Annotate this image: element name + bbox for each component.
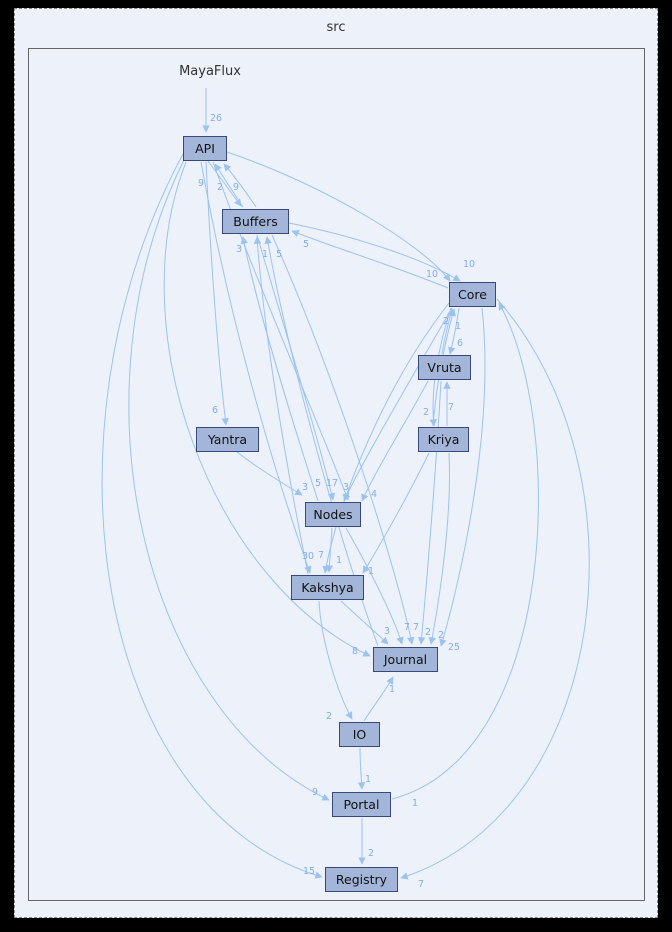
edge-label-vruta-nodes: 4 [371, 489, 377, 500]
edge-label-buffers-core: 10 [463, 259, 475, 270]
edge-nodes-kakshya [325, 527, 334, 573]
edge-label-kriya-core: 1 [455, 321, 461, 332]
edge-core-registry [400, 298, 590, 880]
edge-label-kakshya-journal: 3 [384, 626, 390, 637]
edge-label-api-journal: 8 [352, 646, 358, 657]
edge-label-buffers-api-1: 2 [217, 182, 223, 193]
edge-label-vruta-core: 2 [443, 316, 449, 327]
edge-api-registry [101, 153, 323, 879]
node-core[interactable]: Core [449, 282, 496, 307]
edge-buffers-core [288, 222, 461, 282]
node-vruta[interactable]: Vruta [418, 355, 471, 380]
edge-api-journal [163, 161, 371, 657]
edge-label-nodes-journal: 7 [404, 622, 410, 633]
node-registry[interactable]: Registry [325, 867, 398, 892]
src-cluster-label: src [326, 20, 346, 35]
edge-api-portal [128, 159, 330, 801]
edge-label-buffers-journal: 7 [413, 622, 419, 633]
edge-label-kakshya-buffers: 1 [262, 249, 268, 260]
edge-label-kriya-kakshya: 1 [368, 566, 374, 577]
edge-api-kakshya [200, 161, 312, 574]
edge-buffers-nodes [256, 234, 336, 501]
edge-yantra-nodes [236, 451, 303, 496]
edge-kriya-kakshya [362, 452, 430, 574]
edge-kriya-journal [428, 452, 450, 645]
edge-vruta-journal [417, 380, 442, 645]
edge-api-yantra [205, 161, 229, 426]
edge-api-buffers [207, 160, 242, 207]
edge-label-vruta-journal: 2 [425, 627, 431, 638]
edge-core-nodes [343, 307, 453, 502]
edge-portal-core [391, 302, 539, 800]
edge-nodes-buffers [240, 236, 319, 502]
edge-label-buffers-nodes: 5 [315, 478, 321, 489]
edge-label-journal-buffers: 5 [276, 249, 282, 260]
node-nodes[interactable]: Nodes [305, 502, 361, 527]
node-portal[interactable]: Portal [332, 792, 391, 817]
edge-label-mayaflux-api: 26 [210, 113, 222, 124]
edge-core-journal [439, 307, 486, 647]
edge-label-yantra-nodes: 3 [302, 482, 308, 493]
edge-api-core [226, 151, 451, 282]
edge-label-core-buffers: 5 [303, 239, 309, 250]
edge-label-kriya-vruta: 7 [448, 402, 454, 413]
edge-label-core-kakshya: 7 [318, 550, 324, 561]
edge-label-core-nodes: 17 [326, 478, 338, 489]
edge-label-core-kriya: 2 [423, 407, 429, 418]
edge-label-api-kakshya: 30 [302, 551, 314, 562]
node-journal[interactable]: Journal [373, 647, 438, 672]
edge-label-nodes-kakshya: 1 [336, 555, 342, 566]
edge-buffers-journal [271, 234, 415, 645]
edge-label-portal-core: 1 [412, 798, 418, 809]
src-cluster [14, 8, 658, 918]
mayaflux-cluster-label: MayaFlux [179, 64, 241, 79]
edge-label-buffers-api-2: 9 [233, 182, 239, 193]
edge-io-portal [357, 747, 366, 790]
edge-kakshya-buffers [253, 236, 309, 575]
node-api[interactable]: API [183, 136, 227, 161]
edge-label-api-core: 10 [426, 269, 438, 280]
edge-label-core-registry: 7 [418, 879, 424, 890]
edge-label-api-registry: 15 [303, 866, 315, 877]
edge-buffers-api-2 [223, 163, 257, 208]
edge-buffers-api-1 [214, 163, 244, 208]
node-buffers[interactable]: Buffers [222, 209, 289, 234]
edge-kakshya-journal [340, 600, 389, 645]
edge-label-nodes-buffers: 3 [236, 244, 242, 255]
node-yantra[interactable]: Yantra [196, 427, 259, 452]
edge-label-io-portal: 1 [365, 774, 371, 785]
edge-label-kakshya-io: 2 [326, 711, 332, 722]
node-kriya[interactable]: Kriya [418, 427, 469, 452]
edge-label-api-yantra: 6 [212, 405, 218, 416]
edge-core-kakshya [322, 302, 450, 574]
edge-label-api-portal: 9 [312, 787, 318, 798]
edge-io-journal [363, 676, 394, 722]
edge-label-portal-registry: 2 [368, 848, 374, 859]
edge-nodes-journal [345, 527, 404, 645]
edge-core-vruta [447, 307, 460, 355]
edge-label-core-vruta: 6 [457, 338, 463, 349]
edge-label-core-journal: 25 [448, 642, 460, 653]
edge-label-kriya-journal: 2 [438, 630, 444, 641]
edge-label-api-buffers: 9 [198, 178, 204, 189]
edge-label-io-journal: 1 [389, 684, 395, 695]
mayaflux-cluster [28, 48, 645, 901]
node-kakshya[interactable]: Kakshya [291, 575, 364, 600]
edge-kakshya-io [318, 600, 353, 720]
edge-vruta-nodes [361, 380, 429, 502]
edge-label-api-nodes: 3 [343, 482, 349, 493]
node-io[interactable]: IO [339, 722, 380, 747]
edge-core-buffers [291, 229, 449, 289]
